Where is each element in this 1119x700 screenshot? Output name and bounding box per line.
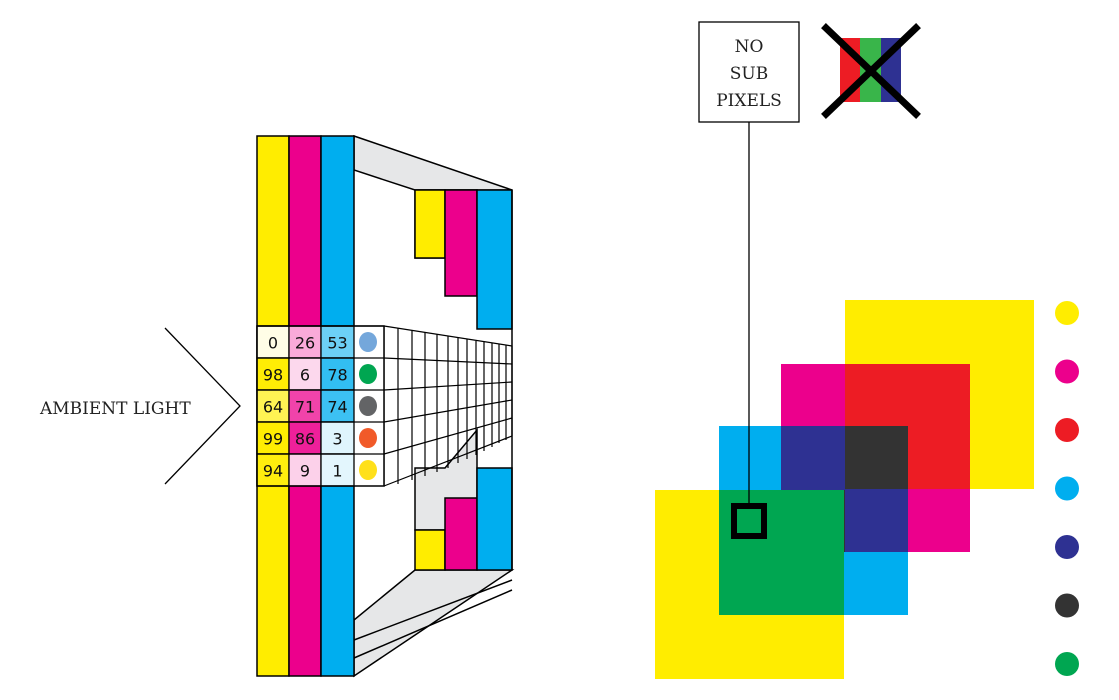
grid-value: 86	[295, 430, 315, 449]
callout-box	[698, 21, 800, 123]
grid-value: 26	[295, 334, 315, 353]
legend-dot-cyan	[1055, 476, 1079, 501]
grid-value: 53	[327, 334, 347, 353]
back-yellow-bar-top	[414, 189, 446, 259]
grid-value: 64	[263, 398, 283, 417]
legend-dot-green	[1055, 652, 1079, 676]
chevron-arrow-icon	[164, 327, 241, 485]
sample-color-dot	[359, 396, 377, 416]
subtractive-color-squares	[655, 300, 1034, 679]
legend-dot-blue	[1055, 535, 1079, 559]
grid-value: 1	[332, 462, 342, 481]
grid-value: 9	[300, 462, 310, 481]
value-grid: 0 26 53 98 6 78 64 71 74 99 86 3 94 9 1	[256, 325, 385, 487]
ambient-light-label: AMBIENT LIGHT	[39, 399, 191, 419]
grid-value: 78	[327, 366, 347, 385]
back-cyan-bar-bottom	[476, 467, 513, 571]
grid-value: 71	[295, 398, 315, 417]
bottom-depth-face	[353, 569, 515, 678]
no-sub-pixels-callout: NO SUB PIXELS	[698, 21, 800, 506]
grid-cell	[288, 389, 322, 423]
legend-dot-magenta	[1055, 359, 1079, 384]
grid-value: 99	[263, 430, 283, 449]
sample-color-dot	[359, 332, 377, 352]
sample-color-dot	[359, 460, 377, 480]
color-legend-dots	[1055, 301, 1079, 676]
sample-color-dot	[359, 364, 377, 384]
back-yellow-bar-bottom	[414, 529, 446, 571]
cross-icon-stroke-2	[821, 23, 921, 119]
grid-cell	[256, 389, 290, 423]
legend-dot-red	[1055, 418, 1079, 442]
grid-value: 94	[263, 462, 283, 481]
callout-line-3: PIXELS	[716, 91, 782, 111]
top-depth-face	[353, 134, 513, 191]
legend-dot-black	[1055, 593, 1079, 618]
grid-value: 74	[327, 398, 347, 417]
callout-line-1: NO	[735, 37, 764, 57]
perspective-grid	[383, 325, 513, 487]
display-stack: 0 26 53 98 6 78 64 71 74 99 86 3 94 9 1	[256, 134, 515, 678]
grid-value: 98	[263, 366, 283, 385]
grid-value: 6	[300, 366, 310, 385]
ambient-light-indicator: AMBIENT LIGHT	[39, 327, 241, 485]
grid-value: 3	[332, 430, 342, 449]
back-cyan-bar-top	[476, 189, 513, 330]
legend-dot-yellow	[1055, 301, 1079, 325]
sample-color-dot	[359, 428, 377, 448]
black-overlap-top	[845, 426, 908, 489]
rgb-subpixel-crossed-icon	[821, 23, 921, 119]
grid-value: 0	[268, 334, 278, 353]
green-overlap-region	[719, 490, 844, 615]
callout-line-2: SUB	[730, 64, 768, 84]
back-magenta-bar-top	[444, 189, 478, 297]
back-magenta-bar-bottom	[444, 497, 478, 571]
